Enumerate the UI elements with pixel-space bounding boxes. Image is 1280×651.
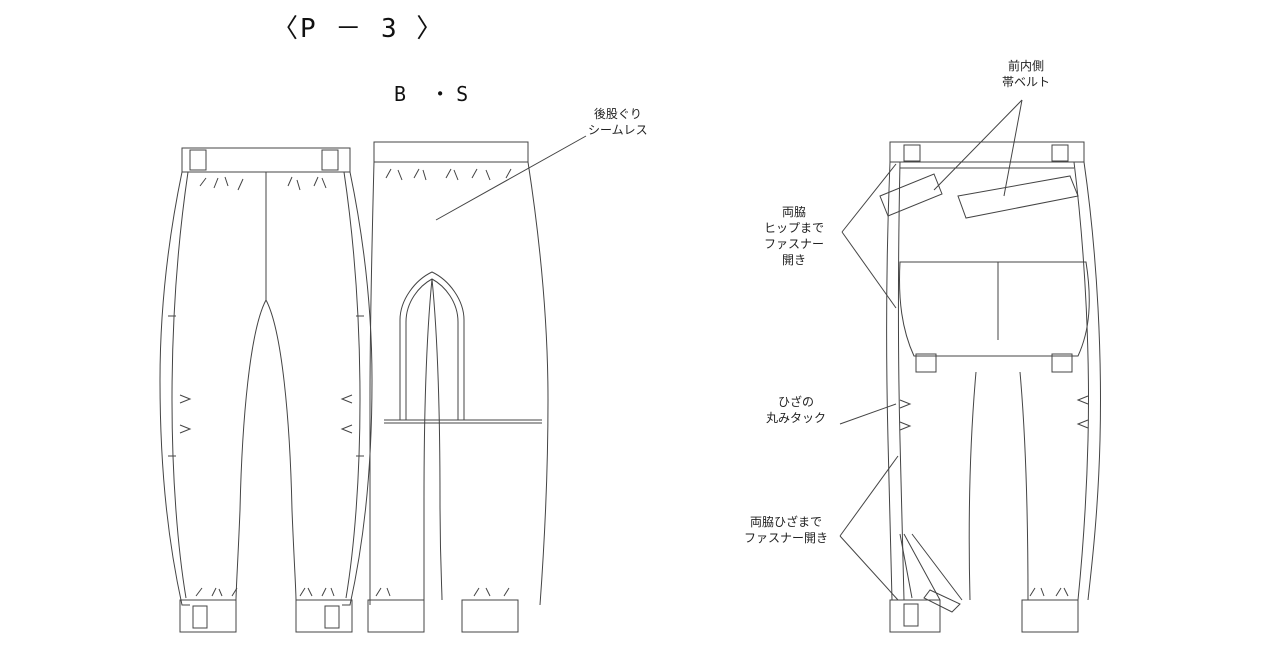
page-title: 〈P － 3 〉 — [272, 14, 445, 44]
callout-hip-zipper: 両脇 ヒップまで ファスナー 開き — [764, 205, 825, 267]
model-subtitle: B ・S — [394, 82, 475, 106]
open-view-pants — [839, 99, 1101, 633]
callout-knee-tuck: ひざの 丸みタック — [766, 395, 827, 425]
callout-front-inner-belt: 前内側 帯ベルト — [1002, 59, 1051, 89]
front-view-pants — [159, 147, 373, 633]
back-view-pants — [367, 135, 587, 633]
callout-back-crotch-seamless: 後股ぐり シームレス — [588, 107, 648, 137]
callout-knee-zipper: 両脇ひざまで ファスナー開き — [744, 515, 829, 545]
